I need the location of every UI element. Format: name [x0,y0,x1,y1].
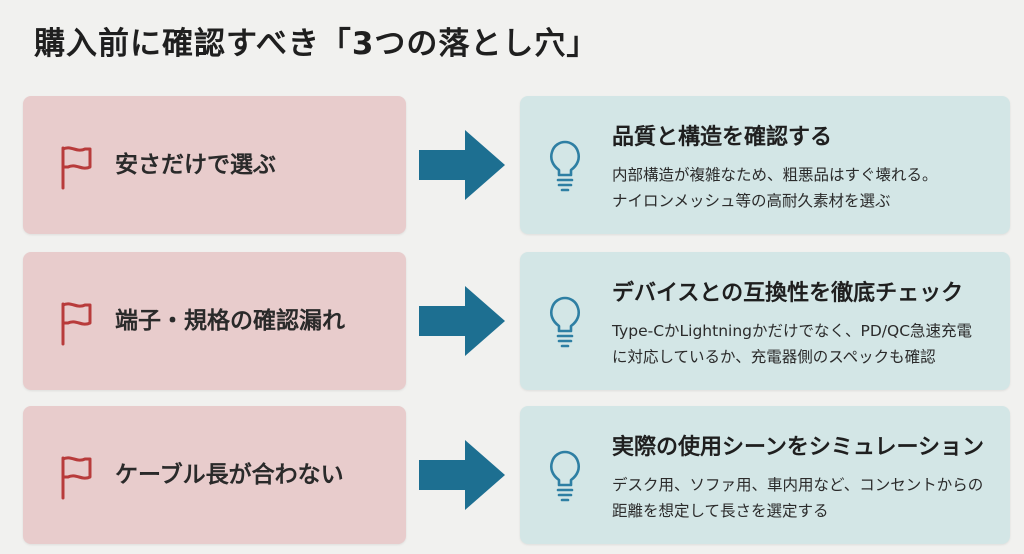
solution-description: 内部構造が複雑なため、粗悪品はすぐ壊れる。 ナイロンメッシュ等の高耐久素材を選ぶ [612,162,997,214]
solution-description-line: デスク用、ソファ用、車内用など、コンセントからの [612,476,984,494]
lightbulb-icon [549,296,581,348]
solution-description-line: ナイロンメッシュ等の高耐久素材を選ぶ [612,192,891,210]
flag-icon [61,456,92,500]
problem-card: ケーブル長が合わない [23,406,406,544]
arrow-right-icon [419,286,505,356]
solution-card: デバイスとの互換性を徹底チェック Type-CかLightningかだけでなく、… [520,252,1010,390]
flag-icon [61,302,92,346]
solution-description-line: 距離を想定して長さを選定する [612,502,829,520]
solution-description-line: Type-CかLightningかだけでなく、PD/QC急速充電 [612,322,973,340]
solution-description-line: 内部構造が複雑なため、粗悪品はすぐ壊れる。 [612,166,938,184]
page-title: 購入前に確認すべき「3つの落とし穴」 [34,26,599,62]
solution-card: 品質と構造を確認する 内部構造が複雑なため、粗悪品はすぐ壊れる。 ナイロンメッシ… [520,96,1010,234]
lightbulb-icon [549,450,581,502]
solution-title: 実際の使用シーンをシミュレーション [612,435,985,460]
pitfall-row-2: 端子・規格の確認漏れ デバイスとの互換性を徹底チェック Type-CかLight… [23,252,1010,390]
arrow-right-icon [419,440,505,510]
arrow-right-icon [419,130,505,200]
problem-label: 安さだけで選ぶ [115,152,276,178]
lightbulb-icon [549,140,581,192]
solution-title: 品質と構造を確認する [612,125,833,150]
problem-card: 安さだけで選ぶ [23,96,406,234]
pitfall-row-1: 安さだけで選ぶ 品質と構造を確認する 内部構造が複雑なため、粗悪品はすぐ壊れる。… [23,96,1010,234]
problem-label: ケーブル長が合わない [115,462,344,488]
solution-description-line: に対応しているか、充電器側のスペックも確認 [612,348,936,366]
solution-title: デバイスとの互換性を徹底チェック [612,281,964,306]
problem-label: 端子・規格の確認漏れ [115,308,345,334]
flag-icon [61,146,92,190]
solution-description: デスク用、ソファ用、車内用など、コンセントからの 距離を想定して長さを選定する [612,472,997,524]
solution-card: 実際の使用シーンをシミュレーション デスク用、ソファ用、車内用など、コンセントか… [520,406,1010,544]
solution-description: Type-CかLightningかだけでなく、PD/QC急速充電 に対応している… [612,318,997,370]
pitfall-row-3: ケーブル長が合わない 実際の使用シーンをシミュレーション デスク用、ソファ用、車… [23,406,1010,544]
problem-card: 端子・規格の確認漏れ [23,252,406,390]
